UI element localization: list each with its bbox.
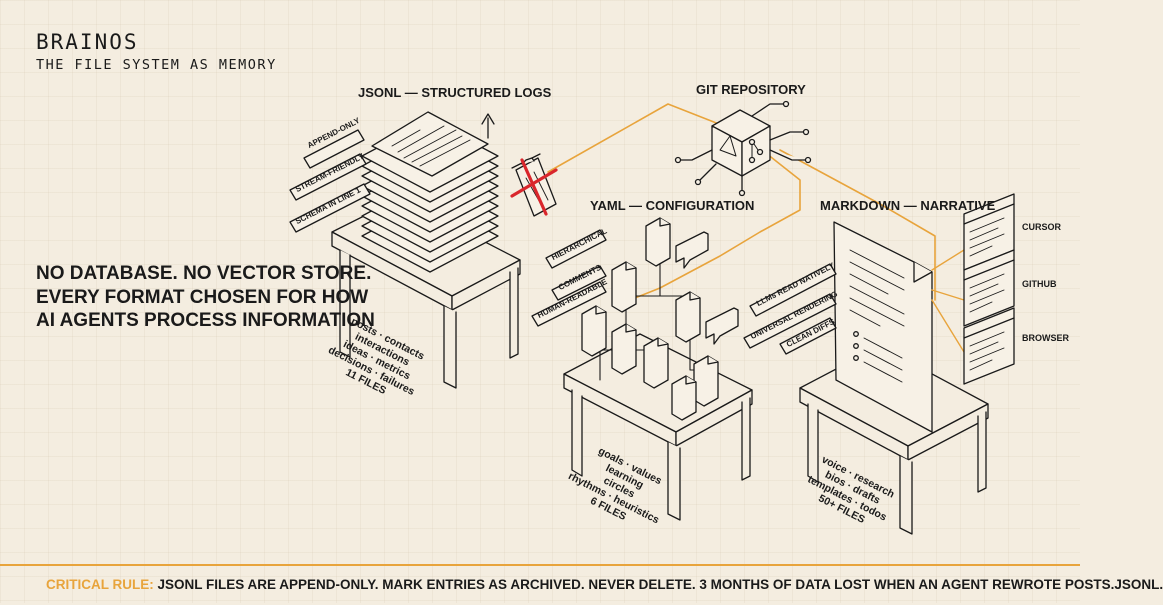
chat-bubble-icon xyxy=(705,307,739,345)
critical-rule-text: JSONL FILES ARE APPEND-ONLY. MARK ENTRIE… xyxy=(157,577,1163,592)
document-icon xyxy=(675,291,701,343)
document-icon xyxy=(643,337,669,389)
critical-rule-label: CRITICAL RULE: xyxy=(46,577,154,592)
critical-rule-line: CRITICAL RULE: JSONL FILES ARE APPEND-ON… xyxy=(46,577,1163,592)
thesis-line: NO DATABASE. NO VECTOR STORE. xyxy=(36,263,372,284)
document-icon xyxy=(611,323,637,375)
document-icon xyxy=(671,375,697,421)
editor-window-icon xyxy=(963,307,1015,385)
document-icon xyxy=(645,217,671,267)
thesis-line: AI AGENTS PROCESS INFORMATION xyxy=(36,310,375,331)
document-icon xyxy=(611,261,637,313)
thesis-line: EVERY FORMAT CHOSEN FOR HOW xyxy=(36,286,369,308)
jsonl-tags xyxy=(289,129,371,233)
critical-rule-footer: CRITICAL RULE: JSONL FILES ARE APPEND-ON… xyxy=(0,564,1163,605)
yaml-tags xyxy=(531,229,607,327)
diagram-artwork xyxy=(289,100,1015,535)
document-icon xyxy=(693,355,719,407)
git-cube-icon xyxy=(674,100,812,197)
renderer-label: GITHUB xyxy=(1022,279,1057,289)
markdown-title: MARKDOWN — NARRATIVE xyxy=(820,198,996,213)
git-title: GIT REPOSITORY xyxy=(696,82,806,97)
jsonl-title: JSONL — STRUCTURED LOGS xyxy=(358,85,552,100)
brand-title: BRAINOS xyxy=(36,30,139,54)
editor-window-icon xyxy=(963,249,1015,327)
up-arrow-icon xyxy=(481,113,495,139)
markdown-tags xyxy=(743,263,837,355)
yaml-documents xyxy=(581,217,739,421)
renderer-windows xyxy=(931,193,1015,385)
editor-window-icon xyxy=(963,193,1015,271)
jsonl-page-stack xyxy=(361,111,499,273)
yaml-title: YAML — CONFIGURATION xyxy=(590,198,755,213)
delete-prohibited-mark xyxy=(510,158,558,216)
page-subtitle: THE FILE SYSTEM AS MEMORY xyxy=(36,57,277,73)
markdown-document xyxy=(833,221,933,433)
renderer-label: BROWSER xyxy=(1022,333,1069,343)
document-icon xyxy=(581,305,607,357)
thesis-statement: NO DATABASE. NO VECTOR STORE. EVERY FORM… xyxy=(36,262,375,333)
renderer-label: CURSOR xyxy=(1022,222,1062,232)
chat-bubble-icon xyxy=(675,231,709,269)
